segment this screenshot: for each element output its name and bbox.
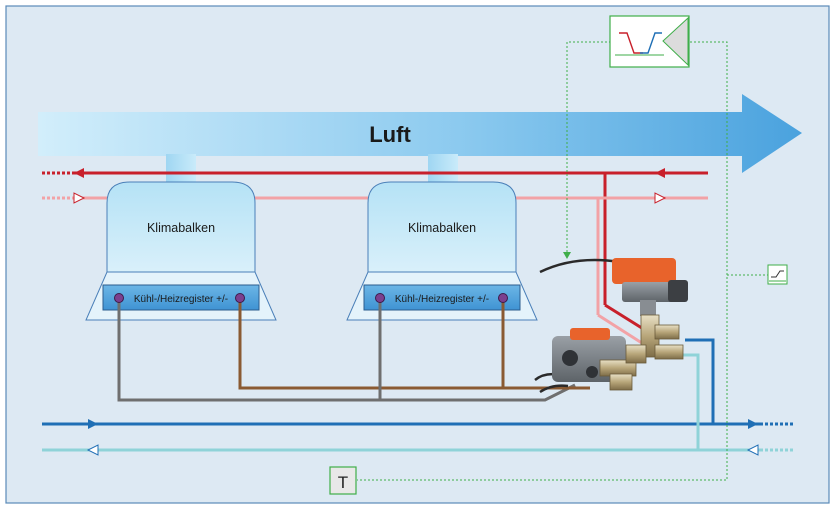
air-flow-label: Luft xyxy=(369,122,411,147)
register-box xyxy=(363,284,521,311)
climate-beam-1 xyxy=(85,181,277,321)
actuator-top xyxy=(612,258,688,316)
control-signal-lines xyxy=(357,41,768,481)
hot-water-supply-line xyxy=(42,168,708,332)
signal-arrowhead xyxy=(563,252,571,259)
register-2-label: Kühl-/Heizregister +/- xyxy=(395,294,489,305)
air-flow-arrow xyxy=(38,94,802,173)
beam-1-label: Klimabalken xyxy=(147,221,215,235)
register-box xyxy=(102,284,260,311)
temperature-sensor xyxy=(329,466,357,495)
climate-beam-2 xyxy=(346,181,538,321)
register-piping xyxy=(117,298,590,402)
cold-water-supply-line xyxy=(42,338,795,429)
connection-ports xyxy=(114,293,508,303)
register-1-label: Kühl-/Heizregister +/- xyxy=(134,294,228,305)
beam-2-label: Klimabalken xyxy=(408,221,476,235)
temperature-sensor-label: T xyxy=(338,473,348,492)
cold-water-return-line xyxy=(42,353,795,456)
valve-actuator-assembly xyxy=(534,258,688,394)
controller-icon xyxy=(609,15,690,68)
actuator-bottom xyxy=(552,328,626,382)
actuator-signal-icon xyxy=(767,264,788,285)
